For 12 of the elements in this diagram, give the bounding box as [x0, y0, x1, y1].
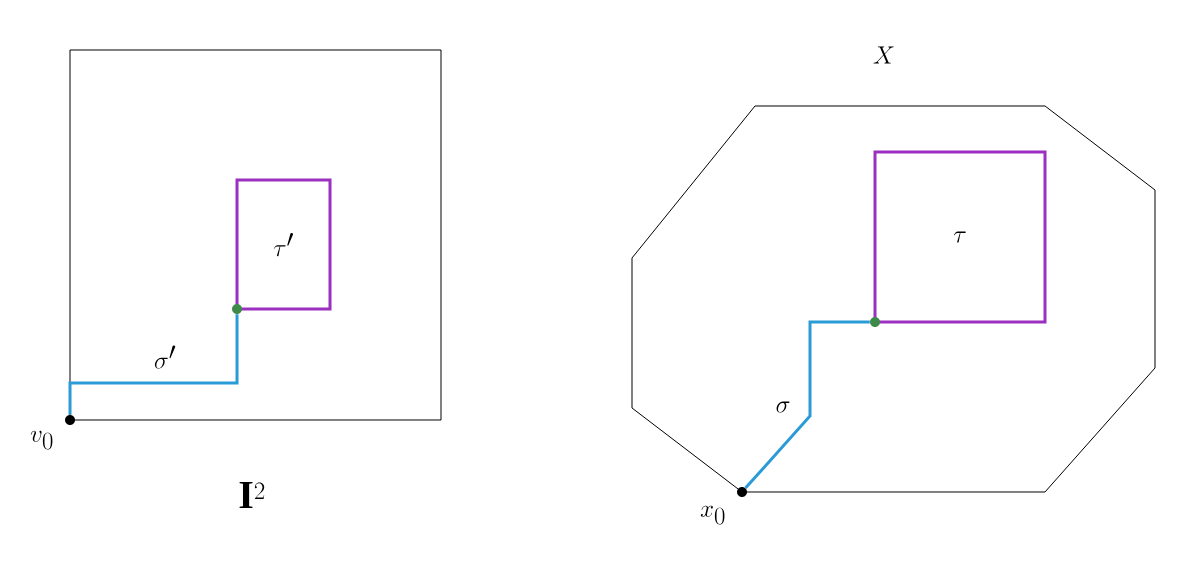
space-label: $X$: [873, 46, 894, 64]
path-line: [744, 320, 870, 490]
edge-label: $\sigma$: [774, 400, 792, 414]
rectangle-region: $\tau'$: [235, 178, 332, 311]
space-label: $\mathbf{I}^2$: [239, 481, 265, 509]
rectangle-region: $\tau$: [873, 150, 1047, 324]
edge-label: $\sigma'$: [152, 344, 178, 370]
point-label: $v_0$: [30, 430, 53, 450]
square-region: [69, 49, 442, 421]
octagon-region: [631, 105, 1156, 493]
point-label: $x_0$: [700, 505, 725, 525]
path-line: [68, 314, 239, 415]
